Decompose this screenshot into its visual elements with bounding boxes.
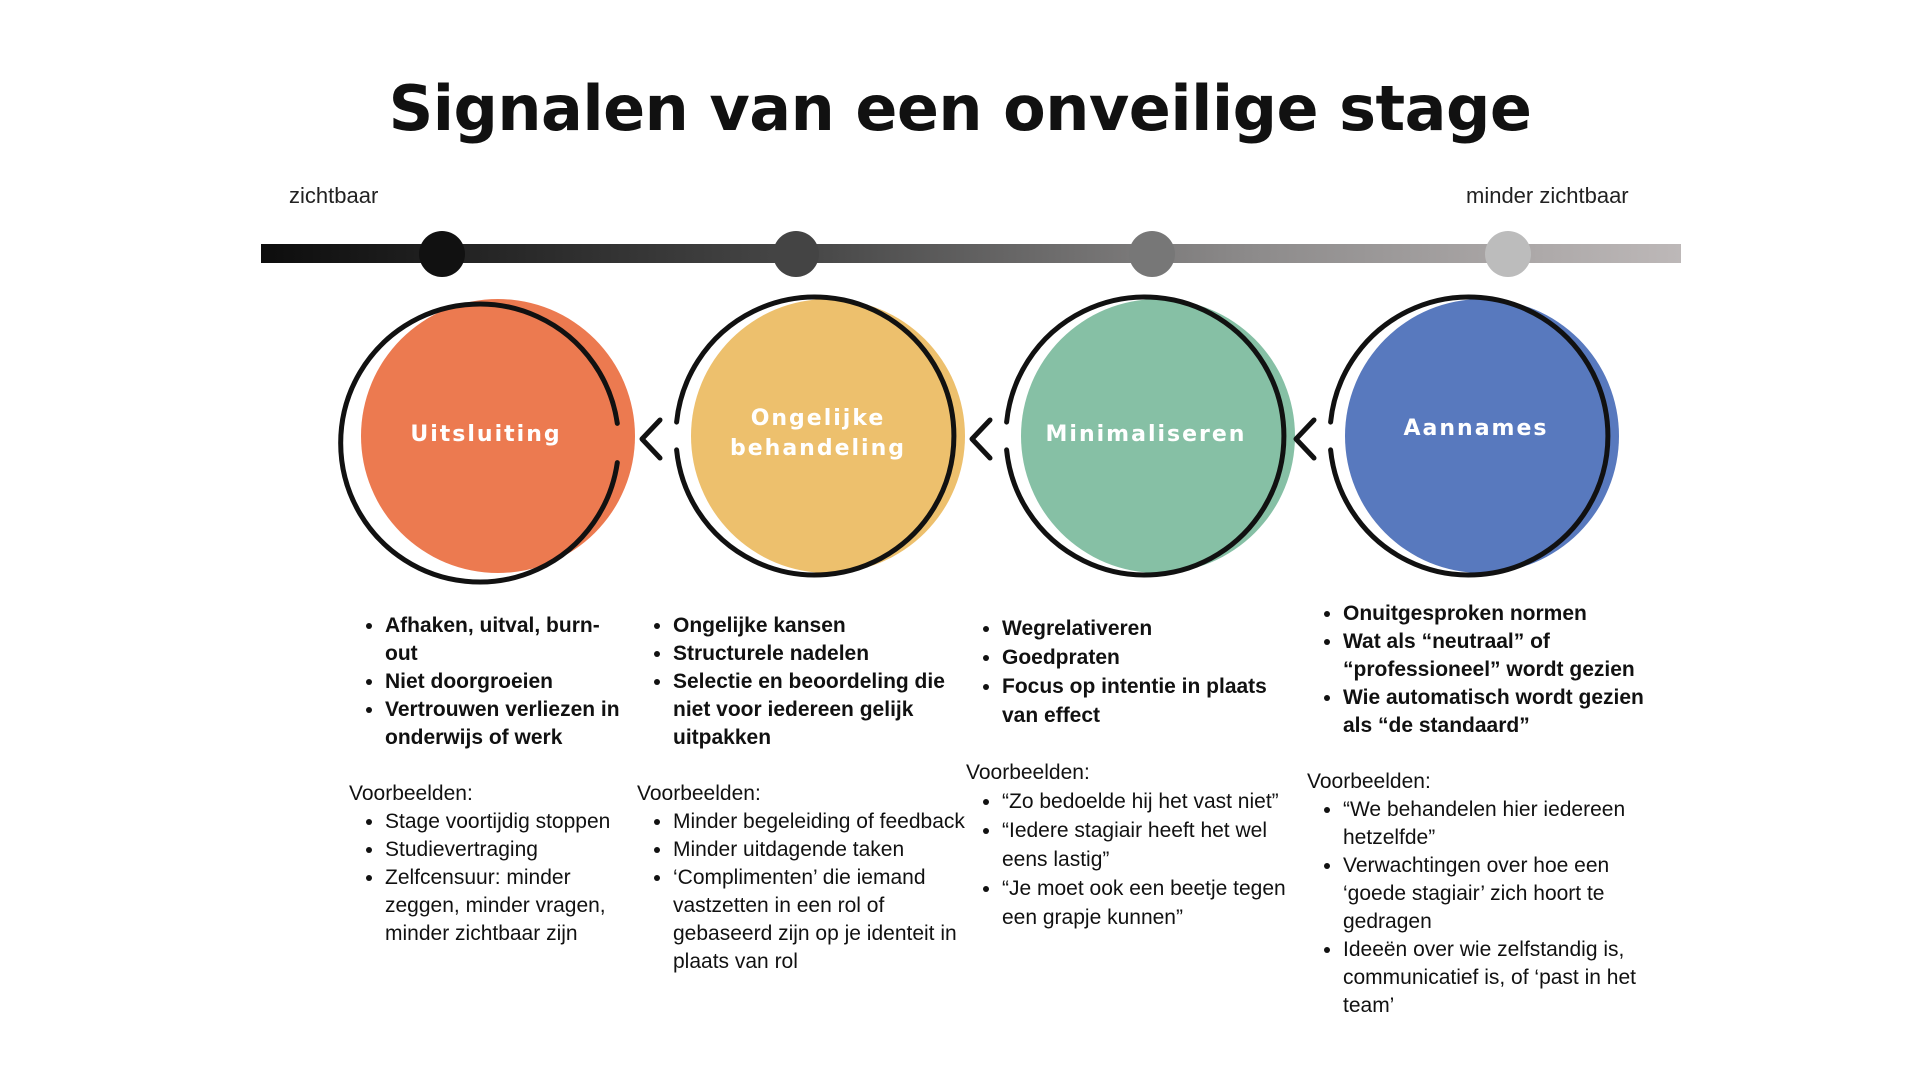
example-item: Verwachtingen over hoe een ‘goede stagia… bbox=[1343, 852, 1667, 936]
signal-item: Focus op intentie in plaats van effect bbox=[1002, 672, 1306, 730]
signal-item: Vertrouwen verliezen in onderwijs of wer… bbox=[385, 696, 624, 752]
example-item: Stage voortijdig stoppen bbox=[385, 808, 624, 836]
stage-circle-minimaliseren bbox=[1004, 294, 1295, 578]
stage-details-aannames: Onuitgesproken normen Wat als “neutraal”… bbox=[1307, 600, 1667, 1020]
stage-fill-ongelijke-behandeling bbox=[691, 299, 965, 573]
example-item: Studievertraging bbox=[385, 836, 624, 864]
scale-label-less-visible: minder zichtbaar bbox=[1466, 183, 1629, 208]
examples-heading: Voorbeelden: bbox=[966, 761, 1090, 784]
signal-list: Ongelijke kansen Structurele nadelen Sel… bbox=[637, 612, 967, 752]
stage-circle-uitsluiting bbox=[338, 299, 635, 585]
signal-list: Afhaken, uitval, burn-out Niet doorgroei… bbox=[349, 612, 624, 752]
example-item: Minder uitdagende taken bbox=[673, 836, 967, 864]
example-list: Minder begeleiding of feedback Minder ui… bbox=[637, 808, 967, 976]
example-list: “We behandelen hier iedereen hetzelfde” … bbox=[1307, 796, 1667, 1020]
stage-details-ongelijke-behandeling: Ongelijke kansen Structurele nadelen Sel… bbox=[637, 612, 967, 976]
signal-item: Selectie en beoordeling die niet voor ie… bbox=[673, 668, 967, 752]
example-list: Stage voortijdig stoppen Studievertragin… bbox=[349, 808, 624, 948]
signal-item: Wat als “neutraal” of “professioneel” wo… bbox=[1343, 628, 1667, 684]
stage-outline-uitsluiting bbox=[338, 301, 620, 585]
stage-circle-aannames bbox=[1328, 294, 1619, 578]
scale-marker-2 bbox=[773, 231, 819, 277]
stage-details-uitsluiting: Afhaken, uitval, burn-out Niet doorgroei… bbox=[349, 612, 624, 948]
stage-outline-aannames bbox=[1328, 294, 1611, 578]
signal-item: Ongelijke kansen bbox=[673, 612, 967, 640]
arrow-head-left-1 bbox=[639, 417, 663, 461]
example-item: Ideeën over wie zelfstandig is, communic… bbox=[1343, 936, 1667, 1020]
signal-item: Onuitgesproken normen bbox=[1343, 600, 1667, 628]
examples-heading: Voorbeelden: bbox=[349, 782, 473, 805]
signal-list: Onuitgesproken normen Wat als “neutraal”… bbox=[1307, 600, 1667, 740]
stage-label-minimaliseren: Minimaliseren bbox=[1045, 422, 1247, 447]
signal-item: Niet doorgroeien bbox=[385, 668, 624, 696]
stage-label-ongelijke-behandeling: Ongelijke behandeling bbox=[730, 406, 906, 461]
scale-label-visible: zichtbaar bbox=[289, 183, 379, 208]
visibility-scale-bar bbox=[261, 244, 1681, 263]
signal-item: Wie automatisch wordt gezien als “de sta… bbox=[1343, 684, 1667, 740]
example-item: Minder begeleiding of feedback bbox=[673, 808, 967, 836]
stage-outline-ongelijke-behandeling bbox=[674, 294, 957, 578]
example-item: ‘Complimenten’ die iemand vastzetten in … bbox=[673, 864, 967, 976]
stage-details-minimaliseren: Wegrelativeren Goedpraten Focus op inten… bbox=[966, 614, 1306, 932]
stage-fill-minimaliseren bbox=[1021, 299, 1295, 573]
signal-item: Goedpraten bbox=[1002, 643, 1306, 672]
example-item: Zelfcensuur: minder zeggen, minder vrage… bbox=[385, 864, 624, 948]
examples-heading: Voorbeelden: bbox=[1307, 770, 1431, 793]
stage-label-aannames: Aannames bbox=[1403, 416, 1549, 441]
signal-item: Structurele nadelen bbox=[673, 640, 967, 668]
example-item: “Iedere stagiair heeft het wel eens last… bbox=[1002, 816, 1306, 874]
example-item: “Je moet ook een beetje tegen een grapje… bbox=[1002, 874, 1306, 932]
example-list: “Zo bedoelde hij het vast niet” “Iedere … bbox=[966, 787, 1306, 932]
stage-label-uitsluiting: Uitsluiting bbox=[410, 422, 562, 447]
arrow-head-left-2 bbox=[969, 417, 993, 461]
scale-marker-4 bbox=[1485, 231, 1531, 277]
signal-item: Wegrelativeren bbox=[1002, 614, 1306, 643]
signal-list: Wegrelativeren Goedpraten Focus op inten… bbox=[966, 614, 1306, 730]
example-item: “Zo bedoelde hij het vast niet” bbox=[1002, 787, 1306, 816]
stage-circle-ongelijke-behandeling bbox=[674, 294, 965, 578]
scale-marker-3 bbox=[1129, 231, 1175, 277]
stage-fill-uitsluiting bbox=[361, 299, 635, 573]
signal-item: Afhaken, uitval, burn-out bbox=[385, 612, 624, 668]
arrow-head-left-3 bbox=[1293, 417, 1317, 461]
stage-outline-minimaliseren bbox=[1004, 294, 1287, 578]
examples-heading: Voorbeelden: bbox=[637, 782, 761, 805]
example-item: “We behandelen hier iedereen hetzelfde” bbox=[1343, 796, 1667, 852]
page-title: Signalen van een onveilige stage bbox=[388, 72, 1532, 145]
scale-marker-1 bbox=[419, 231, 465, 277]
stage-fill-aannames bbox=[1345, 299, 1619, 573]
